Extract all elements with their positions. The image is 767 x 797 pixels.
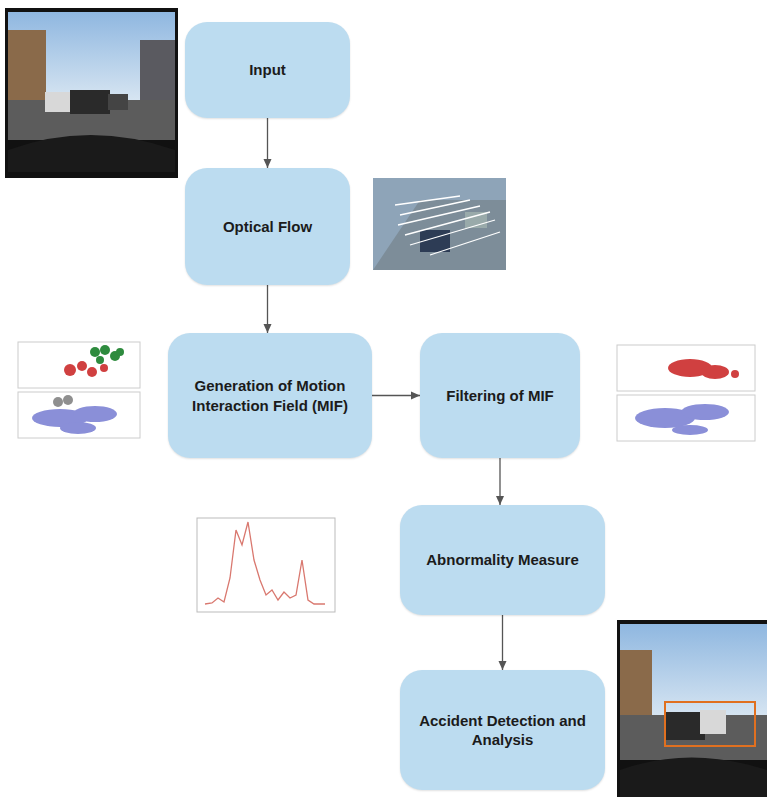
result-photo — [617, 620, 767, 797]
flow-arrow — [502, 615, 503, 670]
process-box: Input — [185, 22, 350, 118]
optical-flow-image — [373, 178, 506, 270]
process-box: Generation of Motion Interaction Field (… — [168, 333, 372, 458]
abnormality-chart — [197, 518, 335, 612]
process-box: Abnormality Measure — [400, 505, 605, 615]
flow-arrow — [267, 285, 268, 333]
box-label: Optical Flow — [223, 217, 312, 237]
box-label: Accident Detection and Analysis — [412, 711, 593, 750]
input-photo — [5, 8, 178, 178]
process-box: Filtering of MIF — [420, 333, 580, 458]
flow-arrow — [372, 395, 420, 396]
box-label: Input — [249, 60, 286, 80]
flow-arrow — [267, 118, 268, 168]
box-label: Abnormality Measure — [426, 550, 579, 570]
process-box: Accident Detection and Analysis — [400, 670, 605, 790]
box-label: Generation of Motion Interaction Field (… — [180, 376, 360, 415]
process-box: Optical Flow — [185, 168, 350, 285]
box-label: Filtering of MIF — [446, 386, 553, 406]
mif-plots — [18, 342, 755, 441]
flow-arrow — [499, 458, 500, 505]
